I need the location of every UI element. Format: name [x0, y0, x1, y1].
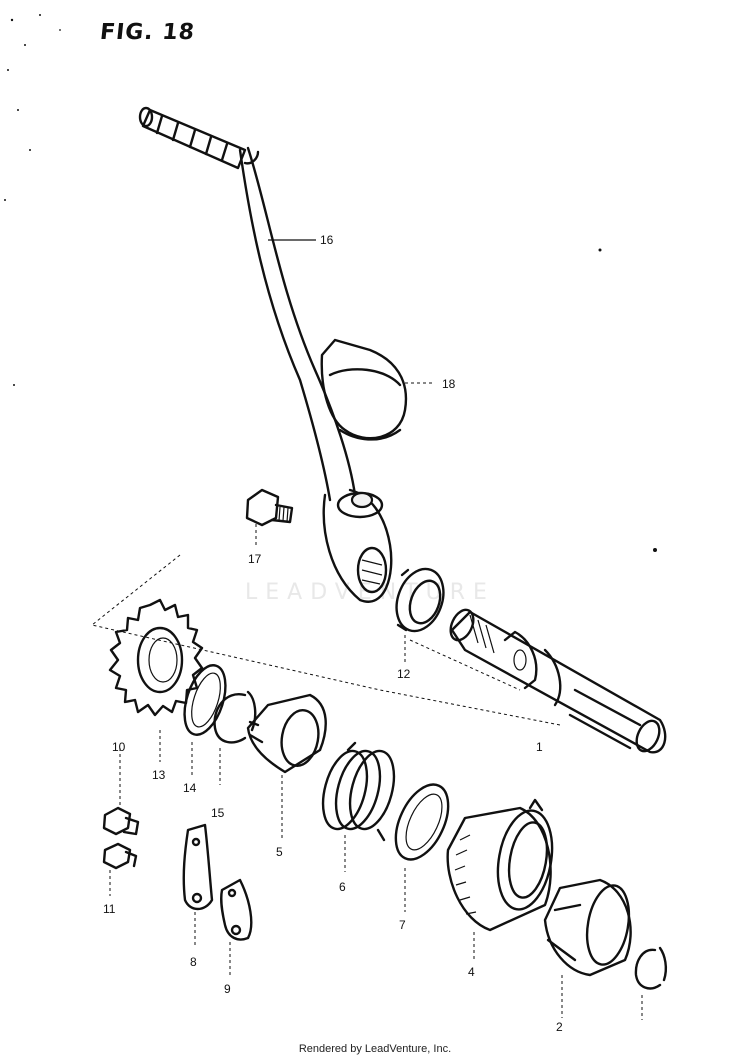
callout-15: 15 — [211, 806, 225, 820]
callout-6: 6 — [339, 880, 346, 894]
callout-4: 4 — [468, 965, 475, 979]
kick-starter-lever — [138, 106, 393, 603]
callout-18: 18 — [442, 377, 456, 391]
kick-starter-shaft — [449, 608, 667, 754]
outer-circlip — [634, 946, 668, 990]
kick-spring — [321, 741, 396, 842]
pinch-bolt — [245, 488, 294, 527]
footer-credit: Rendered by LeadVenture, Inc. — [298, 1043, 452, 1055]
callout-8: 8 — [190, 955, 197, 969]
callout-13: 13 — [152, 768, 166, 782]
callout-2: 2 — [556, 1020, 563, 1034]
kick-gear — [108, 598, 204, 717]
callout-1: 1 — [536, 740, 543, 754]
stopper-plate — [182, 823, 214, 911]
spring-washer — [394, 783, 450, 861]
spring-guide — [246, 693, 327, 774]
callout-7: 7 — [399, 918, 406, 932]
lever-cover — [320, 338, 408, 441]
callout-12: 12 — [397, 667, 411, 681]
ratchet-sleeve — [543, 878, 632, 977]
scan-speckle — [4, 14, 657, 552]
callout-5: 5 — [276, 845, 283, 859]
callout-16: 16 — [320, 233, 334, 247]
thrust-washer — [183, 664, 227, 736]
callout-14: 14 — [183, 781, 197, 795]
guide-plate — [220, 878, 253, 941]
callout-9: 9 — [224, 982, 231, 996]
lever-grip-ribs — [155, 114, 229, 162]
callout-11: 11 — [103, 902, 116, 916]
callout-17: 17 — [248, 552, 262, 566]
circlip — [213, 690, 257, 744]
guide-nut — [102, 842, 138, 870]
kick-driven-gear — [446, 798, 554, 932]
guide-bolt — [102, 806, 140, 836]
assembly-guide-lines — [90, 554, 561, 726]
oil-seal — [395, 567, 445, 633]
callout-10: 10 — [112, 740, 126, 754]
